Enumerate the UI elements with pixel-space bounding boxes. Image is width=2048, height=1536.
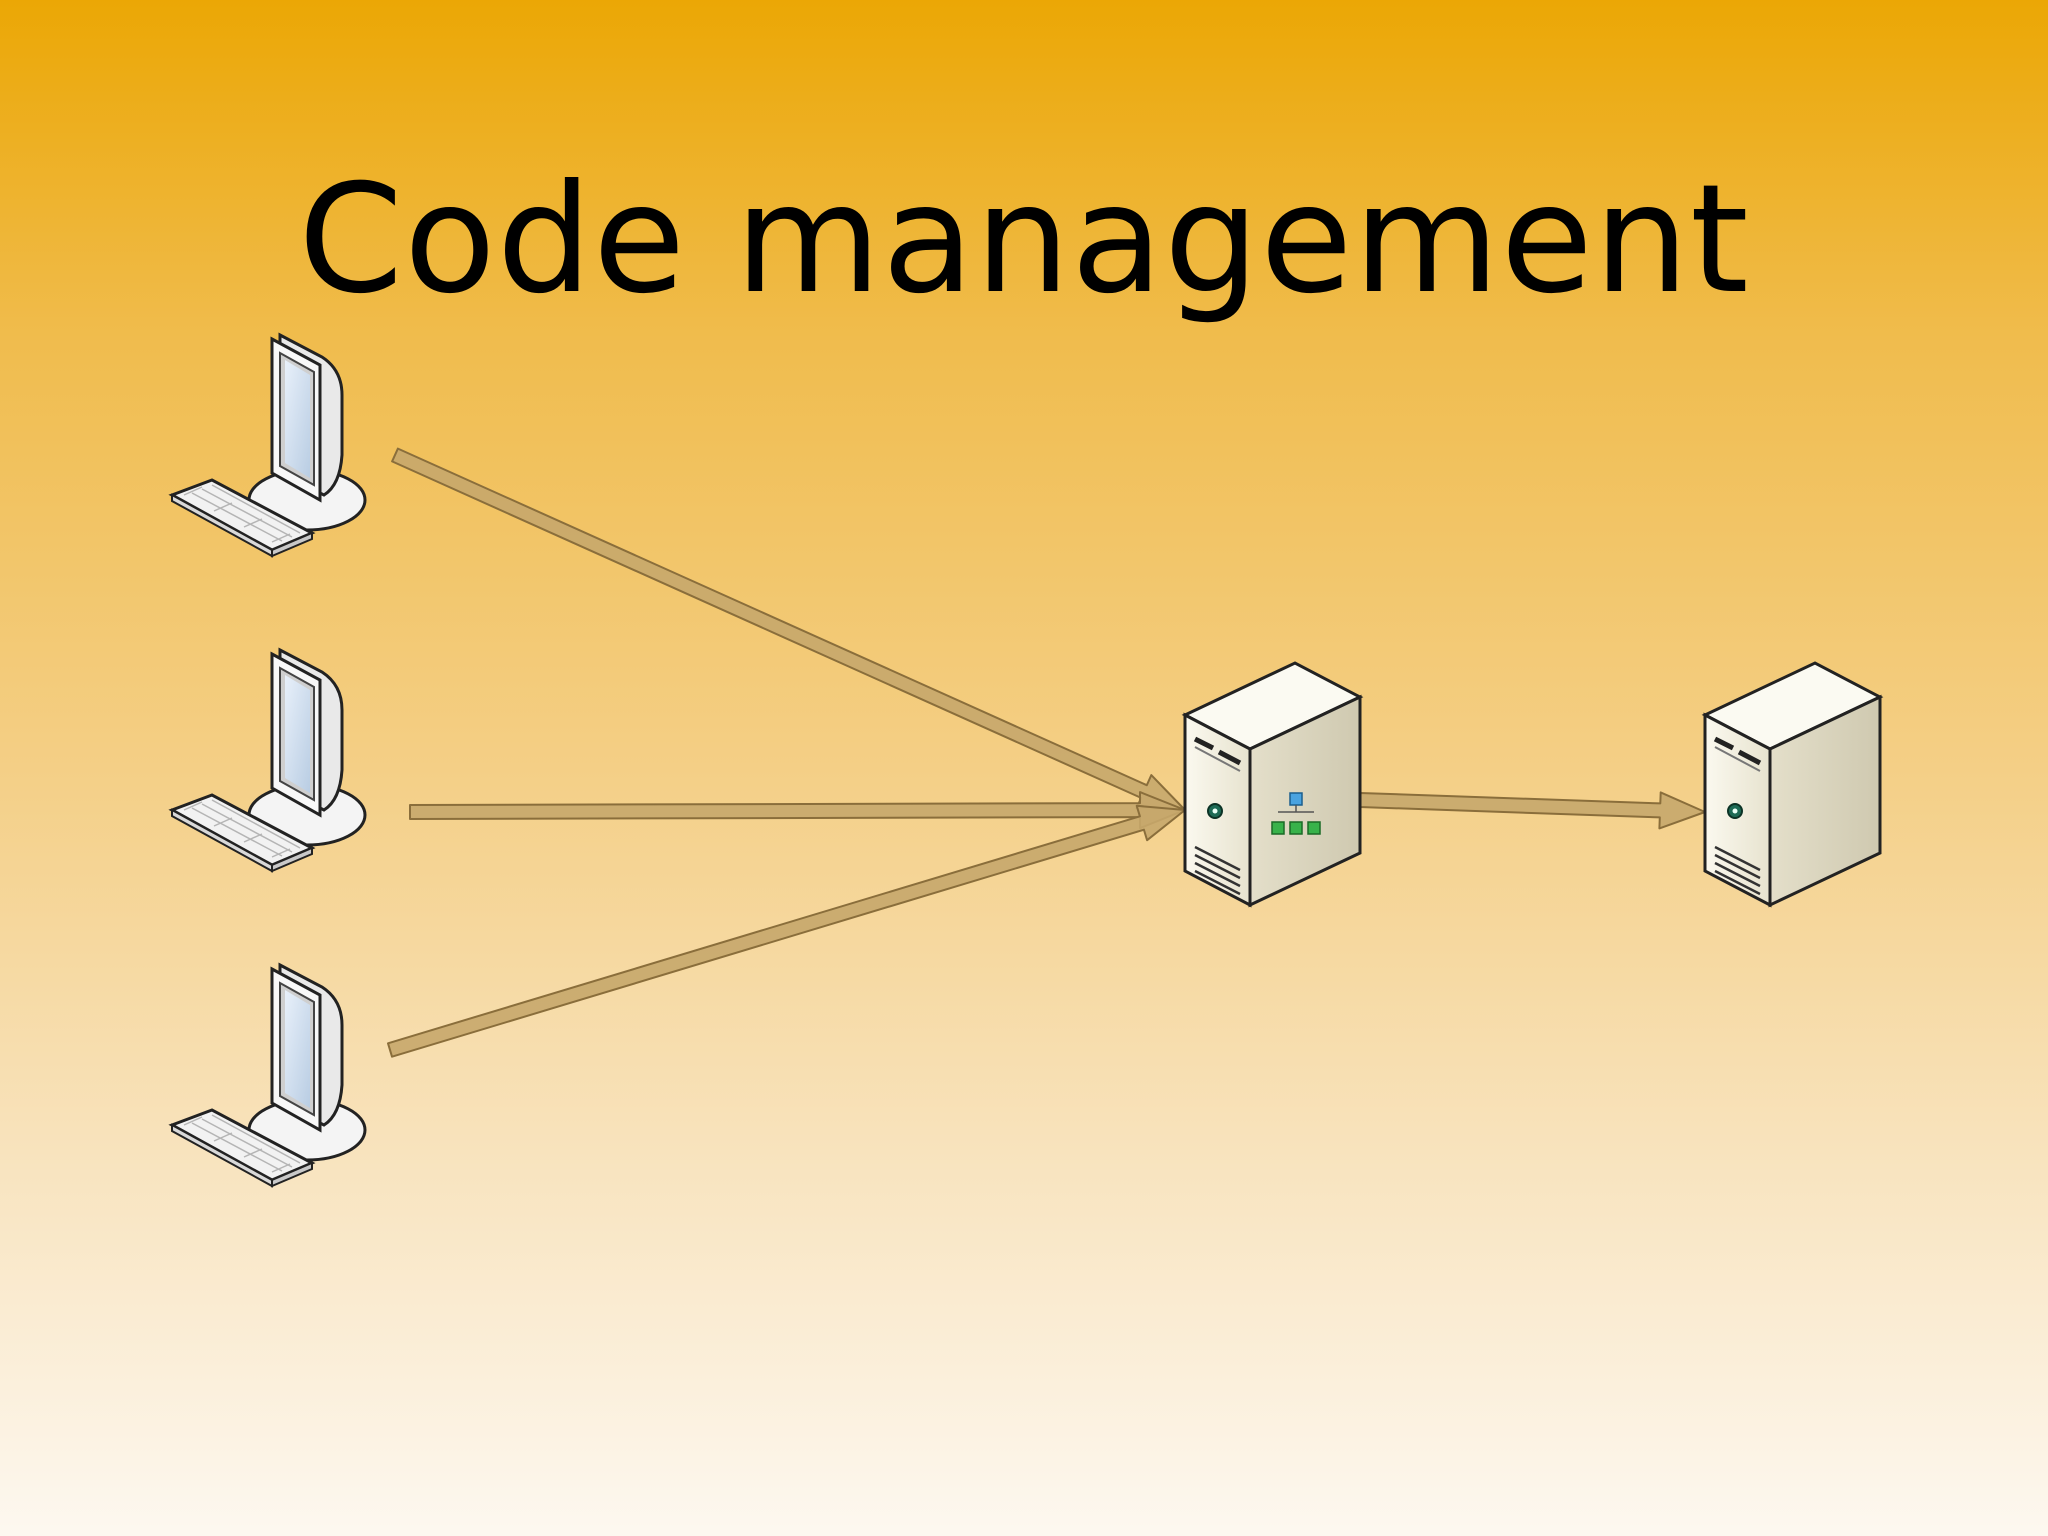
slide-title: Code management	[298, 153, 1750, 327]
arrow-central-server-to-backup-server	[1358, 791, 1706, 830]
workstation-3-computer-icon	[170, 963, 367, 1188]
central-server-icon	[1185, 663, 1360, 905]
backup-server-icon	[1705, 663, 1880, 905]
hierarchy-icon	[1271, 792, 1321, 835]
workstation-1-computer-icon	[170, 333, 367, 558]
arrow-workstation-3-to-central-server	[387, 804, 1186, 1058]
workstation-2-computer-icon	[170, 648, 367, 873]
arrow-workstation-1-to-central-server	[391, 447, 1186, 811]
connection-arrows	[387, 447, 1706, 1058]
arrow-workstation-2-to-central-server	[409, 791, 1186, 830]
